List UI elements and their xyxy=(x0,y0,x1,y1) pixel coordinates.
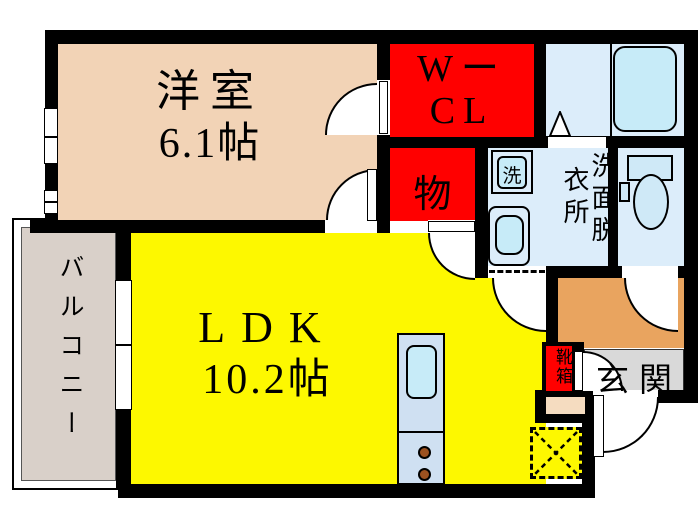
wall-wcl-bath xyxy=(534,30,546,137)
balcony-label: バルコニー xyxy=(56,254,83,449)
washing-machine-drum xyxy=(497,156,527,189)
washer-label: 洗 xyxy=(502,166,522,187)
kitchen-counter-divider xyxy=(398,431,444,433)
shoebox-label: 靴箱 xyxy=(553,348,572,386)
washroom-label-left: 衣所 xyxy=(560,166,589,230)
window-sash-line xyxy=(45,201,57,203)
bathtub-divider xyxy=(610,43,612,137)
wcl-label: Wー CL xyxy=(390,48,534,132)
washroom-basin xyxy=(495,215,524,255)
wcl-line2: CL xyxy=(429,90,495,132)
sliding-door-dashes xyxy=(489,270,545,273)
wall-wcl-bottom xyxy=(390,137,548,148)
balcony-floor xyxy=(21,227,116,481)
storage-door-leaf xyxy=(428,221,475,232)
entry-step xyxy=(546,397,585,414)
toilet-bowl xyxy=(633,174,669,230)
wall-ldk-bottom xyxy=(118,484,595,498)
wall-top xyxy=(45,30,690,44)
genkan-label: 玄関 xyxy=(596,363,682,399)
ldk-label: LDK 10.2帖 xyxy=(120,302,415,406)
bathroom-folding-door-icon xyxy=(549,111,571,137)
front-door-swing xyxy=(603,397,659,453)
storage-floor xyxy=(390,148,475,221)
wcl-door-leaf xyxy=(379,81,388,134)
bathroom-door-opening xyxy=(548,137,606,148)
washroom-label-right: 洗面脱 xyxy=(588,152,617,248)
stove-burner-1 xyxy=(418,446,431,459)
wall-genkan-bottom-right xyxy=(658,390,698,403)
ldk-window xyxy=(115,280,132,410)
bedroom-label: 洋室 6.1帖 xyxy=(70,66,350,170)
wcl-line1: Wー xyxy=(417,48,507,90)
kitchen-sink xyxy=(406,345,437,399)
genkan-inner-door-leaf xyxy=(574,351,583,391)
window-sash-line xyxy=(45,136,57,138)
front-door-leaf xyxy=(593,395,604,457)
bedroom-door-leaf xyxy=(367,169,377,221)
refrigerator-space xyxy=(530,427,582,479)
bedroom-floor xyxy=(58,43,378,221)
shoebox xyxy=(546,346,572,391)
wall-lower-right xyxy=(582,420,595,498)
wcl-floor xyxy=(390,43,534,137)
bedroom-area: 6.1帖 xyxy=(158,121,262,167)
bedroom-name: 洋室 xyxy=(156,67,264,116)
stove-burner-2 xyxy=(418,468,431,481)
wall-right xyxy=(684,30,698,403)
wall-corridor-left xyxy=(546,278,558,350)
refrigerator-cross-icon xyxy=(534,431,578,475)
storage-label: 物 xyxy=(413,174,452,216)
window-sash-line xyxy=(116,344,131,346)
toilet-flush-handle xyxy=(619,182,630,202)
bedroom-window-lower xyxy=(44,190,58,214)
wall-storage-right xyxy=(475,137,488,278)
wall-toilet-left xyxy=(608,148,618,266)
ldk-area: 10.2帖 xyxy=(202,357,333,403)
ldk-name: LDK xyxy=(198,303,337,352)
washroom-sliding-door xyxy=(488,266,546,278)
bathtub xyxy=(613,46,677,132)
toilet-door-opening xyxy=(622,266,678,278)
bedroom-window-upper xyxy=(44,108,58,164)
bedroom-door-opening xyxy=(325,220,377,233)
